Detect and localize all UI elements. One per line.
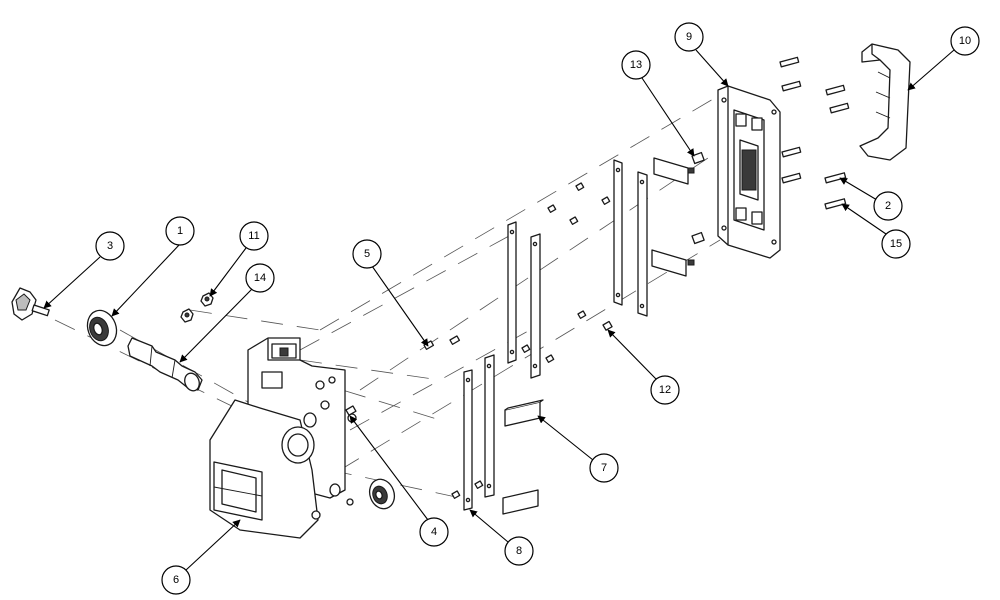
callout-5 bbox=[352, 239, 382, 269]
callout-10 bbox=[950, 26, 980, 56]
callout-8 bbox=[504, 536, 534, 566]
callout-label-8: 8 bbox=[516, 545, 522, 557]
part-shaft bbox=[127, 337, 203, 392]
part-thumb-screw bbox=[11, 287, 50, 321]
part-pads bbox=[502, 157, 689, 515]
callout-6 bbox=[161, 565, 191, 595]
callout-1 bbox=[165, 216, 195, 246]
callout-label-10: 10 bbox=[959, 35, 971, 47]
callout-7 bbox=[589, 453, 619, 483]
part-main-housing bbox=[209, 337, 357, 539]
callout-label-2: 2 bbox=[885, 200, 891, 212]
callout-15 bbox=[881, 229, 911, 259]
callout-label-4: 4 bbox=[431, 526, 437, 538]
part-bearing bbox=[86, 309, 118, 347]
callout-label-7: 7 bbox=[601, 462, 607, 474]
callout-4 bbox=[419, 517, 449, 547]
callout-label-11: 11 bbox=[248, 230, 259, 242]
callout-label-13: 13 bbox=[630, 59, 642, 71]
part-small-screws bbox=[345, 182, 613, 499]
callout-12 bbox=[650, 375, 680, 405]
callout-11 bbox=[239, 221, 269, 251]
part-handle bbox=[859, 43, 911, 161]
callout-label-15: 15 bbox=[890, 238, 902, 250]
callout-3 bbox=[95, 231, 125, 261]
callout-9 bbox=[674, 22, 704, 52]
callout-label-9: 9 bbox=[686, 31, 692, 43]
callout-label-6: 6 bbox=[173, 574, 179, 586]
callout-2 bbox=[873, 191, 903, 221]
part-back-plate bbox=[717, 85, 781, 259]
callout-label-1: 1 bbox=[177, 225, 183, 237]
callout-label-14: 14 bbox=[254, 272, 266, 284]
part-plate-screws bbox=[687, 151, 705, 266]
part-lower-bearing bbox=[368, 478, 396, 510]
callout-13 bbox=[621, 50, 651, 80]
callout-14 bbox=[245, 263, 275, 293]
part-long-bolts bbox=[779, 56, 850, 210]
callout-label-12: 12 bbox=[659, 384, 671, 396]
part-front-rails bbox=[463, 221, 541, 511]
callout-label-5: 5 bbox=[364, 248, 370, 260]
part-rear-rails bbox=[613, 159, 648, 317]
callout-label-3: 3 bbox=[107, 240, 113, 252]
part-nut bbox=[180, 292, 214, 323]
callouts: 1 2 3 4 5 6 7 8 9 10 bbox=[43, 22, 980, 595]
